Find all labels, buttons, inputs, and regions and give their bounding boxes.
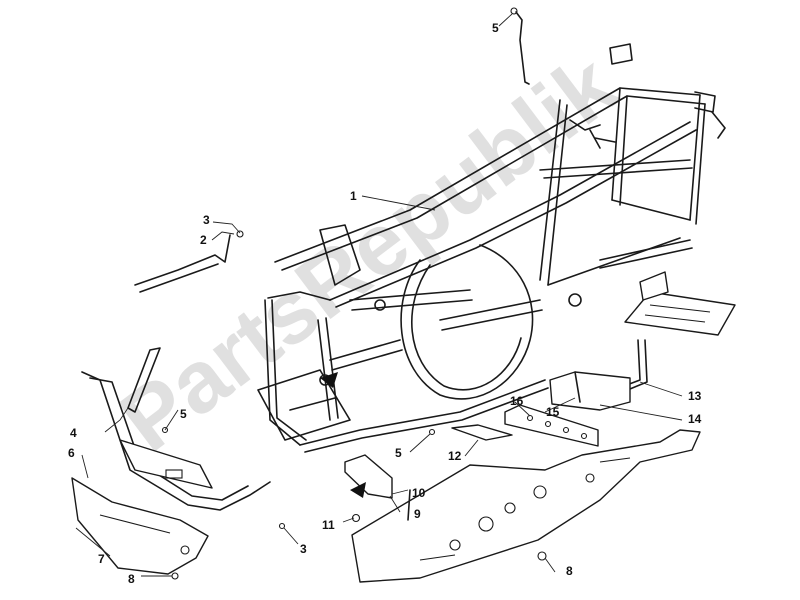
skid-plate [351,429,701,583]
callout-8-right: 8 [566,564,573,578]
arrow-marker-frame [320,372,338,388]
callout-13: 13 [688,389,702,403]
top-strap [515,11,530,85]
center-plate [451,424,513,441]
front-bumper [81,347,271,511]
callout-3-upper: 3 [203,213,210,227]
callout-9: 9 [414,507,421,521]
callout-5-mid: 5 [395,446,402,460]
bolt-3 [236,230,244,238]
bolt-5-left [161,426,169,434]
callout-8-left: 8 [128,572,135,586]
callout-11: 11 [322,518,335,532]
nut-11 [351,513,361,523]
callouts: 1 2 3 3 4 5 5 5 6 7 8 8 9 10 11 12 13 14… [68,21,702,586]
callout-2: 2 [200,233,207,247]
callout-6: 6 [68,446,75,460]
top-strap-bolt [510,7,518,15]
leader-lines [75,13,683,577]
callout-3-lower: 3 [300,542,307,556]
callout-1: 1 [350,189,357,203]
callout-10: 10 [412,486,426,500]
mount-bracket [344,454,393,499]
callout-7: 7 [98,552,105,566]
callout-5-left: 5 [180,407,187,421]
bolt-3-low [278,522,286,530]
rear-footrest-plate [589,271,736,406]
arrow-marker-bracket [350,482,366,498]
callout-5-top: 5 [492,21,499,35]
front-guard-plate [71,477,209,575]
callout-16: 16 [510,394,524,408]
bolt-5-mid [428,428,436,436]
left-brace [134,234,231,293]
bolt-8-right [537,551,547,561]
bolt-8-low [171,572,179,580]
callout-12: 12 [448,449,462,463]
main-frame [257,43,726,453]
side-bracket [504,404,599,447]
callout-14: 14 [688,412,702,426]
bolt-10 [407,489,411,521]
callout-15: 15 [546,405,560,419]
callout-4: 4 [70,426,77,440]
